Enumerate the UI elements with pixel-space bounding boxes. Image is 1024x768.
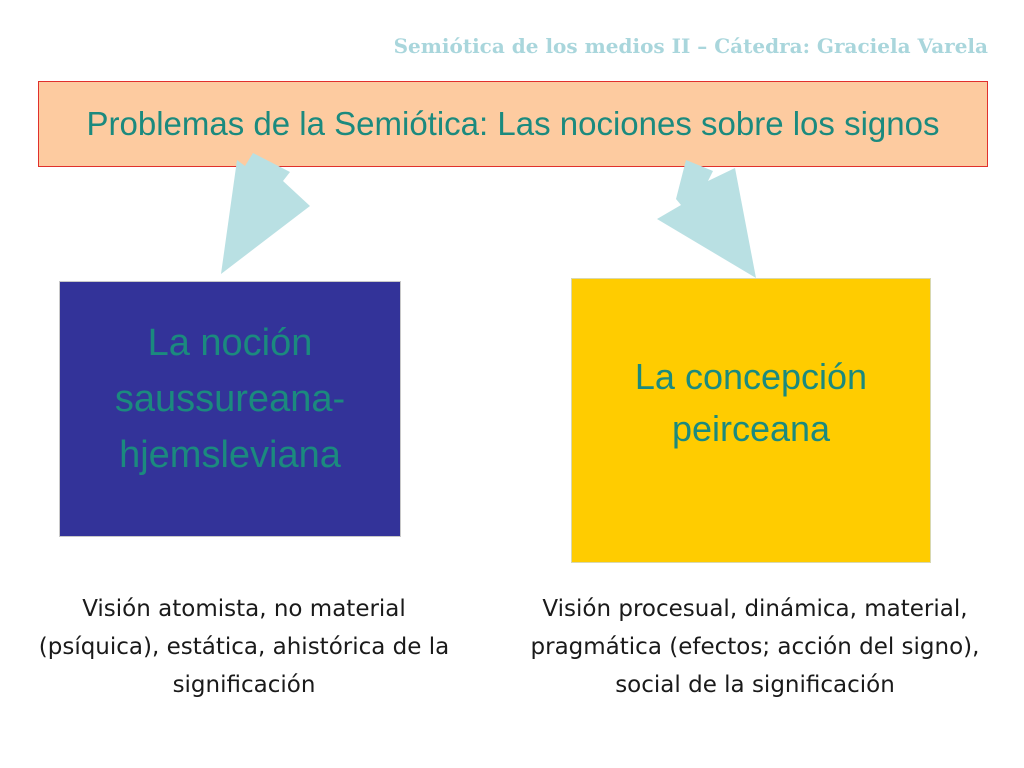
peircean-box: La concepción peirceana [571, 278, 931, 563]
slide-header: Semiótica de los medios II – Cátedra: Gr… [393, 34, 988, 58]
right-down-arrow [657, 160, 756, 278]
peircean-description: Visión procesual, dinámica, material, pr… [530, 596, 980, 698]
title-box: Problemas de la Semiótica: Las nociones … [38, 81, 988, 167]
saussurean-description: Visión atomista, no material (psíquica),… [38, 596, 450, 698]
saussurean-label: La noción saussureana-hjemsleviana [114, 322, 346, 476]
saussurean-box: La noción saussureana-hjemsleviana [59, 281, 401, 537]
title-text: Problemas de la Semiótica: Las nociones … [86, 105, 940, 142]
peircean-label: La concepción peirceana [634, 355, 868, 449]
left-down-arrow [221, 153, 310, 274]
